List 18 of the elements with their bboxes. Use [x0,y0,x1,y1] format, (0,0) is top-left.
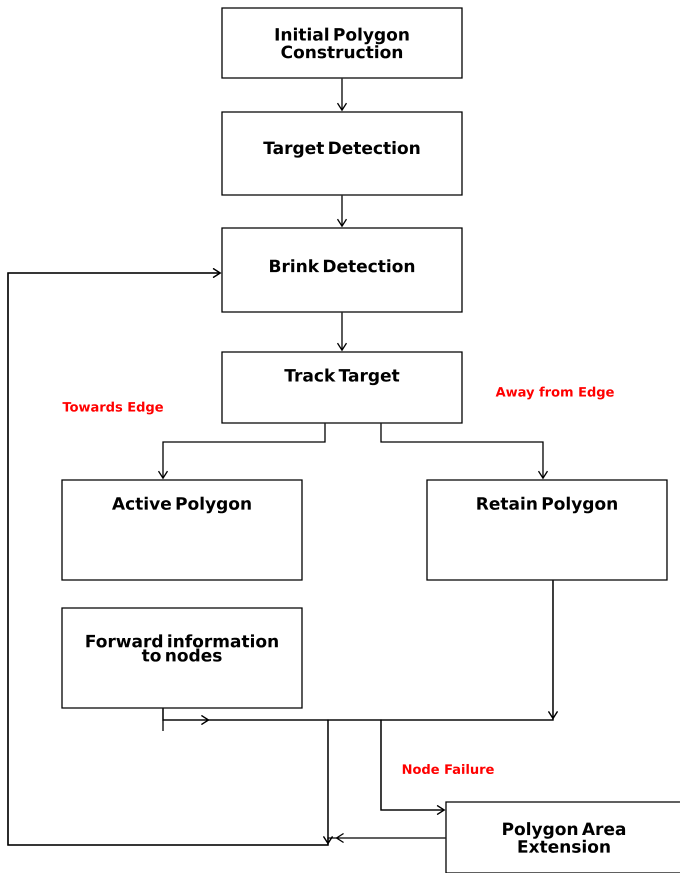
edge-label: Node Failure [402,764,494,774]
arrow [7,268,446,846]
arrow [380,424,548,480]
process-box: Forward information to nodes [61,607,303,709]
edge-label: Away from Edge [496,386,614,400]
arrow [336,78,348,112]
edge-label: Towards Edge [62,402,163,414]
process-box: Target Detection [221,111,463,196]
arrow [336,312,348,352]
arrow [380,580,558,816]
process-box: Track Target [221,351,463,424]
process-box: Active Polygon [61,479,303,581]
process-box: Initial Polygon Construction [221,7,463,79]
arrow [336,196,348,228]
process-box: Retain Polygon [426,479,668,581]
process-box: Polygon Area Extension [445,801,680,873]
process-box: Brink Detection [221,227,463,313]
arrow [158,424,326,480]
